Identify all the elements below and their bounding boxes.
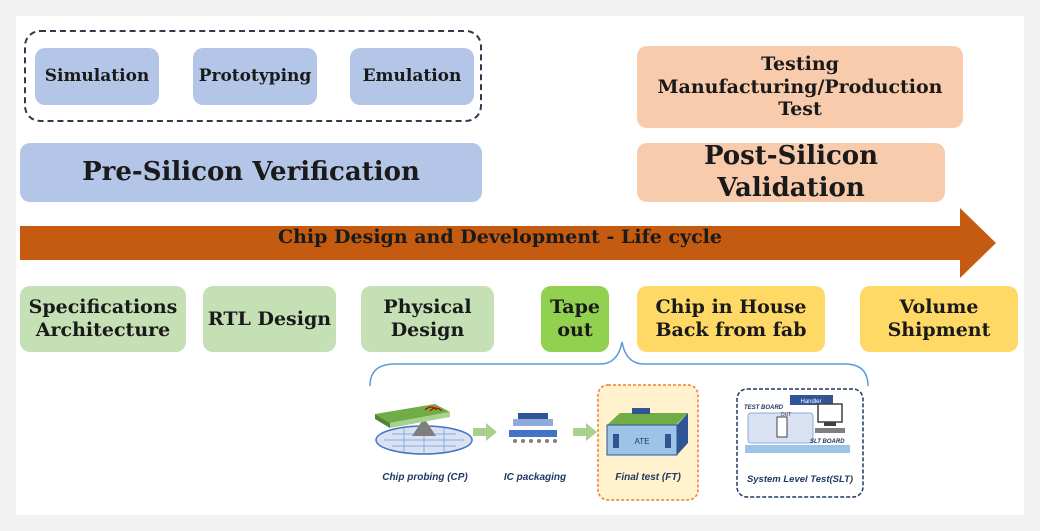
emulation-box: Emulation — [350, 48, 474, 105]
handler-label: Handler — [800, 399, 821, 405]
stage-volume-shipment: Volume Shipment — [860, 286, 1018, 352]
caption-final-test: Final test (FT) — [615, 472, 681, 483]
testing-box: Testing Manufacturing/Production Test — [637, 46, 963, 128]
ic-packaging-icon — [509, 413, 557, 443]
test-board-label: TEST BOARD — [744, 405, 784, 411]
stage-physical-design: Physical Design — [361, 286, 494, 352]
lifecycle-label: Chip Design and Development - Life cycle — [278, 226, 722, 248]
pre-silicon-verification-box: Pre-Silicon Verification — [20, 143, 482, 202]
flow-arrow-1 — [473, 423, 497, 441]
ate-icon: ATE — [606, 408, 688, 456]
slt-board-label: SLT BOARD — [810, 439, 845, 445]
stage-chip-in-house: Chip in House Back from fab — [637, 286, 825, 352]
lifecycle-arrow — [20, 208, 996, 278]
ate-label: ATE — [635, 437, 650, 446]
dut-label: DUT — [781, 412, 791, 418]
grouping-brace — [369, 341, 869, 387]
simulation-box: Simulation — [35, 48, 159, 105]
caption-system-level-test: System Level Test(SLT) — [746, 474, 854, 485]
post-silicon-validation-box: Post-Silicon Validation — [637, 141, 945, 203]
stage-specifications-architecture: Specifications Architecture — [20, 286, 186, 352]
pre-silicon-methods-group — [24, 30, 482, 122]
chip-probing-icon — [375, 404, 473, 455]
caption-ic-packaging: IC packaging — [503, 472, 567, 483]
stage-tape-out: Tape out — [541, 286, 609, 352]
caption-chip-probing: Chip probing (CP) — [382, 472, 468, 483]
slt-icon: Handler TEST BOARD DUT SLT BOARD — [744, 395, 850, 453]
prototyping-box: Prototyping — [193, 48, 317, 105]
flow-arrow-2 — [573, 423, 597, 441]
stage-rtl-design: RTL Design — [203, 286, 336, 352]
